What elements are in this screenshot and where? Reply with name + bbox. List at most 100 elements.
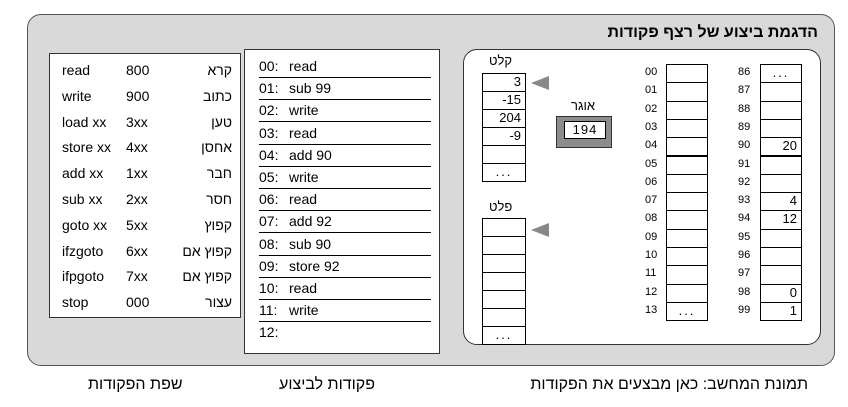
program-command: read (289, 191, 318, 208)
memory-address: 94 (738, 212, 751, 225)
program-command: add 92 (289, 213, 332, 230)
memory-address: 07 (645, 194, 658, 207)
output-arrow-icon (531, 223, 549, 237)
language-code: 1xx (126, 165, 148, 182)
program-command: write (289, 102, 319, 119)
memory-cell (760, 247, 802, 267)
memory-cell (760, 228, 802, 248)
program-row: 02:write (259, 100, 431, 123)
output-cell (482, 254, 526, 273)
program-line-number: 10: (259, 280, 279, 296)
language-hebrew: עצור (205, 294, 232, 311)
input-cell (482, 145, 526, 164)
output-cell (482, 308, 526, 327)
memory-cell (666, 228, 708, 248)
language-hebrew: אחסן (201, 139, 232, 156)
memory-cell (760, 100, 802, 120)
language-mnemonic: sub xx (62, 191, 103, 207)
program-line-number: 05: (259, 169, 279, 185)
memory-cell (666, 265, 708, 285)
memory-cell (666, 64, 708, 84)
program-line-number: 00: (259, 58, 279, 74)
memory-cell: 1 (760, 301, 802, 322)
memory-address: 93 (738, 194, 751, 207)
memory-cell: 20 (760, 137, 802, 157)
input-cell: 3 (482, 73, 526, 92)
memory-cell (666, 173, 708, 194)
program-row: 12: (259, 322, 431, 344)
memory-address: 10 (645, 249, 658, 261)
memory-address: 09 (645, 230, 658, 243)
memory-address: 00 (645, 66, 658, 78)
output-cell (482, 236, 526, 255)
program-command: add 90 (289, 146, 332, 163)
input-cell: -15 (482, 91, 526, 110)
language-mnemonic: stop (62, 294, 89, 311)
memory-cell (760, 265, 802, 285)
memory-cell: ... (760, 64, 802, 84)
program-command: read (289, 124, 318, 141)
language-mnemonic: store xx (62, 139, 112, 156)
program-line-number: 11: (259, 302, 278, 319)
language-hebrew: כתוב (202, 87, 232, 104)
language-mnemonic: ifzgoto (62, 242, 104, 259)
memory-address: 88 (738, 102, 751, 115)
caption-program: פקודות לביצוע (279, 376, 375, 393)
memory-cell: 0 (760, 283, 802, 303)
memory-address: 92 (738, 175, 751, 188)
program-row: 10:read (259, 278, 431, 300)
caption-language: שפת הפקודות (88, 376, 183, 393)
language-mnemonic: add xx (62, 165, 104, 182)
diagram-title: הדגמת ביצוע של רצף פקודות (607, 24, 818, 41)
memory-address: 98 (738, 285, 751, 298)
program-row: 04:add 90 (259, 145, 431, 167)
language-hebrew: קפוץ אם (182, 268, 232, 285)
language-code: 4xx (126, 139, 148, 156)
program-line-number: 01: (259, 80, 279, 97)
memory-address: 12 (645, 285, 658, 298)
memory-cell: ... (666, 301, 708, 322)
program-line-number: 03: (259, 124, 279, 141)
language-mnemonic: read (62, 62, 91, 78)
program-row: 06:read (259, 189, 431, 212)
memory-address: 95 (738, 230, 751, 243)
memory-cell (666, 192, 708, 212)
program-command: sub 90 (289, 235, 332, 252)
memory-address: 06 (645, 175, 658, 188)
program-command: sub 99 (289, 80, 332, 97)
language-hebrew: טען (211, 113, 232, 130)
memory-address: 89 (738, 120, 751, 133)
memory-address: 08 (645, 212, 658, 225)
output-label: פלט (489, 199, 513, 214)
memory-address: 02 (645, 102, 658, 115)
language-hebrew: קרא (207, 62, 232, 78)
language-hebrew: חסר (206, 191, 232, 207)
memory-cell (666, 283, 708, 303)
memory-cell (666, 155, 708, 175)
memory-address: 87 (738, 84, 751, 97)
memory-address: 03 (645, 120, 658, 133)
language-code: 7xx (126, 268, 148, 285)
input-cell: 204 (482, 109, 526, 128)
memory-address: 05 (645, 157, 658, 170)
memory-address: 86 (738, 66, 751, 78)
program-line-number: 09: (259, 257, 279, 274)
memory-address: 99 (738, 303, 751, 316)
program-line-number: 07: (259, 213, 279, 230)
program-command: write (289, 169, 319, 185)
memory-address: 13 (645, 303, 658, 316)
output-cell (482, 272, 526, 291)
memory-address: 91 (738, 157, 751, 170)
program-command: store 92 (289, 257, 340, 274)
memory-cell (666, 247, 708, 267)
program-row: 08:sub 90 (259, 234, 431, 256)
memory-cell (666, 137, 708, 157)
